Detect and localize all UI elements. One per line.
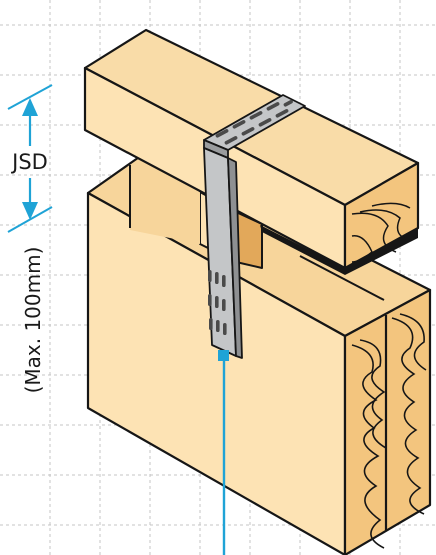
lower-block-end [343,288,432,555]
upper-timber-shadow [260,225,418,275]
strap-vertical-slots [208,270,227,335]
callout-leader [218,350,229,555]
jsd-dimension: JSD (Max. 100mm) [7,84,53,394]
lower-end-grain [351,313,427,549]
strap-top-slots [215,99,293,145]
arrow-down-icon [22,202,38,220]
jsd-label: JSD [10,150,48,174]
upper-end-grain [351,202,411,263]
arrow-up-icon [22,98,38,116]
lower-block-front [86,191,347,555]
jsd-max-note: (Max. 100mm) [21,247,45,394]
strap-edge [227,157,243,359]
callout-square-icon [218,350,229,361]
restraint-strap [203,94,306,359]
